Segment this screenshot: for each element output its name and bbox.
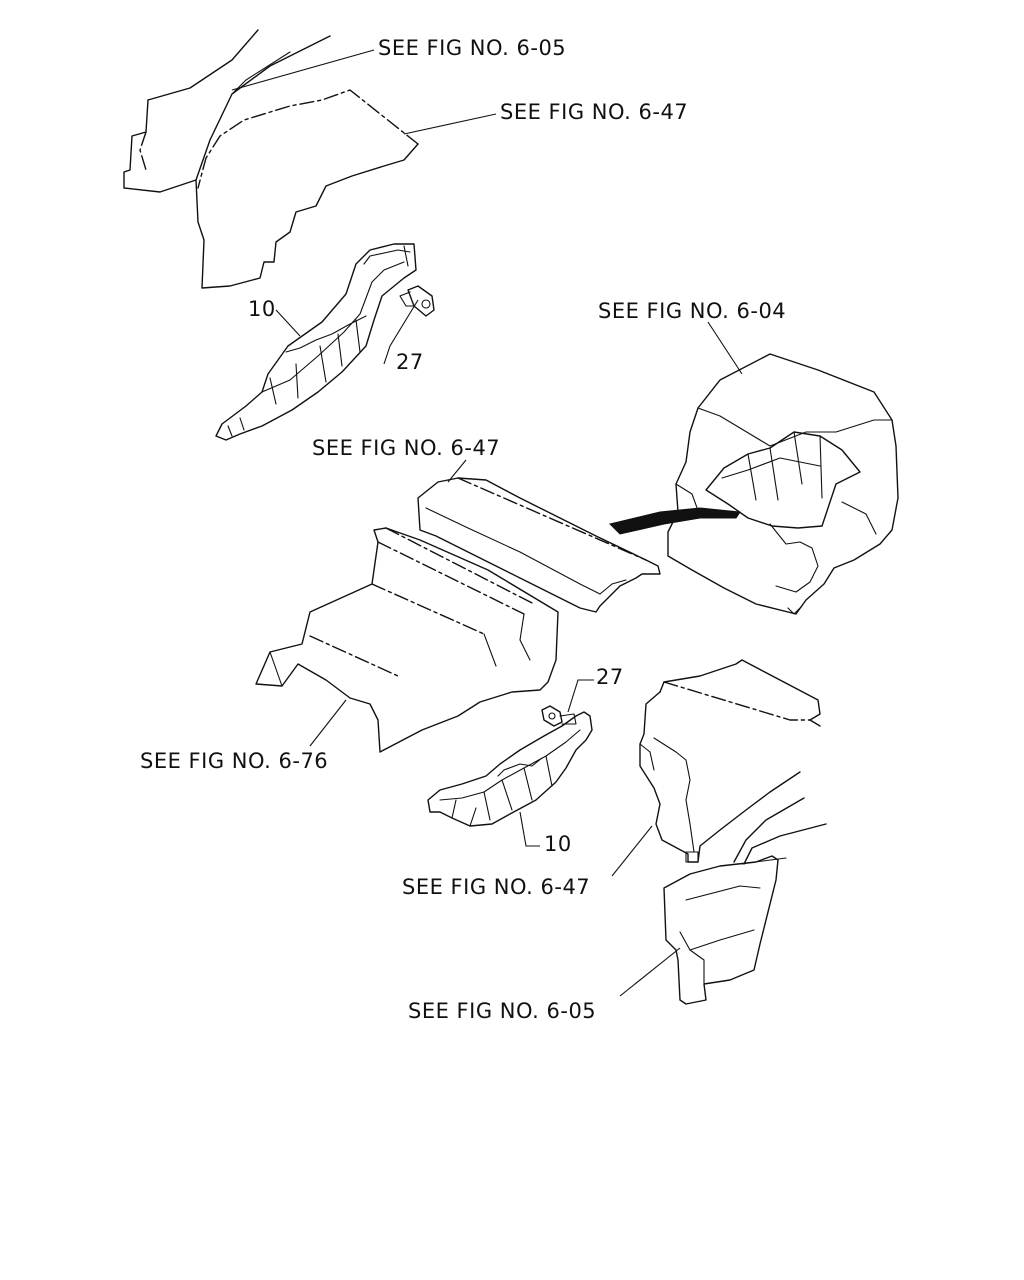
label-ref-6-76: SEE FIG NO. 6-76 [140,749,328,773]
body-shell [667,353,899,615]
lower-bracket [427,711,593,827]
label-ref-6-04: SEE FIG NO. 6-04 [598,299,786,323]
upper-bracket [215,243,417,441]
label-ref-6-05-top: SEE FIG NO. 6-05 [378,36,566,60]
part-number-lower-bracket: 10 [544,832,572,856]
leader-lines [231,49,743,997]
assembly-arrow [609,507,741,535]
side-panel-upper [123,29,331,193]
rear-shelf-panel [417,477,661,613]
label-ref-6-47-low: SEE FIG NO. 6-47 [402,875,590,899]
reference-labels: SEE FIG NO. 6-05 SEE FIG NO. 6-47 SEE FI… [140,36,786,1023]
part-number-labels: 10 27 27 10 [248,297,624,856]
part-number-upper-bracket: 10 [248,297,276,321]
part-number-lower-bolt: 27 [596,665,624,689]
cargo-floor [255,527,559,753]
quarter-panel-lower [639,659,821,863]
part-number-upper-bolt: 27 [396,350,424,374]
quarter-panel-upper [195,89,419,289]
lower-bolt-27 [541,705,577,727]
label-ref-6-47-mid: SEE FIG NO. 6-47 [312,436,500,460]
label-ref-6-05-bottom: SEE FIG NO. 6-05 [408,999,596,1023]
label-ref-6-47-top: SEE FIG NO. 6-47 [500,100,688,124]
side-panel-lower [663,797,827,1005]
